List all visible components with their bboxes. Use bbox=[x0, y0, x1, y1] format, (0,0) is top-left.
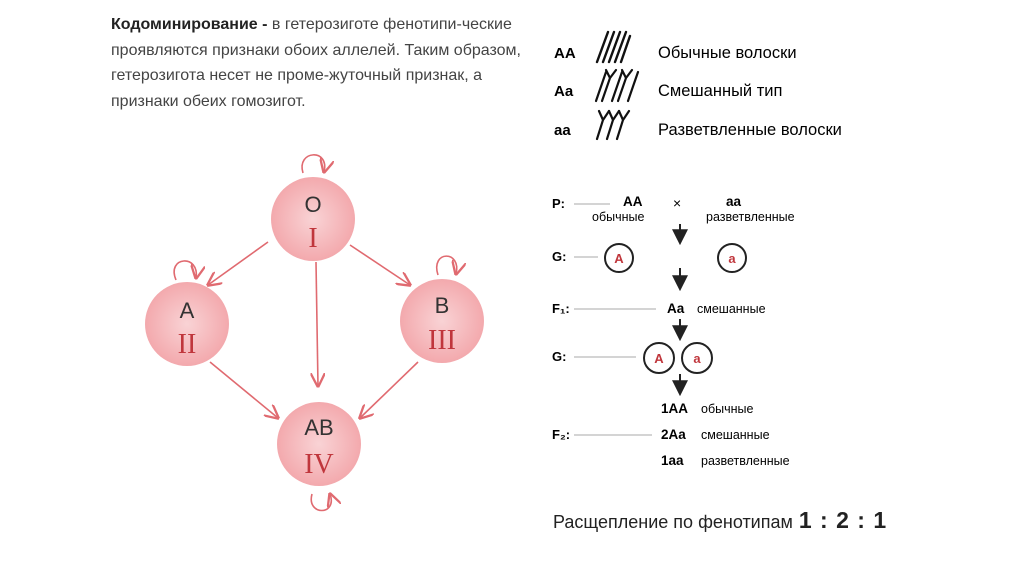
mixed-hairs-icon bbox=[596, 70, 638, 101]
edge-A-AB bbox=[210, 362, 278, 418]
node-B: B III bbox=[400, 279, 484, 363]
f1-label: F₁: bbox=[552, 301, 570, 316]
legend-genotype-aa: aa bbox=[554, 122, 571, 139]
g1-gamete-A: A bbox=[605, 244, 633, 272]
self-loop-A bbox=[174, 261, 196, 280]
g2-gamete-A-label: A bbox=[654, 351, 664, 366]
p-left-phenotype: обычные bbox=[592, 210, 644, 224]
node-B-roman: III bbox=[428, 325, 456, 356]
edge-B-AB bbox=[360, 362, 418, 418]
node-AB-roman: IV bbox=[304, 449, 334, 480]
f1-phenotype: смешанные bbox=[697, 302, 766, 316]
node-B-allele: B bbox=[435, 293, 450, 318]
node-O: O I bbox=[271, 177, 355, 261]
f2-row2-phenotype: смешанные bbox=[701, 428, 770, 442]
node-A: A II bbox=[145, 282, 229, 366]
legend-phenotype-Aa: Смешанный тип bbox=[658, 82, 782, 100]
ratio-value: 1 : 2 : 1 bbox=[799, 507, 887, 533]
branched-hairs-icon bbox=[597, 111, 629, 139]
node-A-allele: A bbox=[180, 298, 195, 323]
legend-genotype-AA: AA bbox=[554, 45, 576, 62]
straight-hairs-icon bbox=[597, 32, 630, 62]
p-right-genotype: aa bbox=[726, 194, 742, 209]
ratio-line: Расщепление по фенотипам 1 : 2 : 1 bbox=[553, 507, 887, 534]
ratio-label: Расщепление по фенотипам bbox=[553, 512, 793, 532]
edge-O-A bbox=[208, 242, 268, 285]
g1-gamete-a-label: a bbox=[728, 251, 736, 266]
g1-label: G: bbox=[552, 249, 566, 264]
p-right-phenotype: разветвленные bbox=[706, 210, 795, 224]
legend-genotype-Aa: Aa bbox=[554, 83, 574, 100]
blood-group-diagram: O I A II B III AB IV bbox=[145, 155, 484, 511]
f2-label: F₂: bbox=[552, 427, 570, 442]
hair-legend: AA Обычные волоски Aa Смешанный тип aa Р… bbox=[554, 32, 842, 139]
node-O-allele: O bbox=[304, 192, 321, 217]
g1-gamete-a: a bbox=[718, 244, 746, 272]
self-loop-O bbox=[302, 155, 325, 173]
legend-phenotype-aa: Разветвленные волоски bbox=[658, 121, 842, 139]
node-O-roman: I bbox=[308, 223, 317, 254]
g2-gamete-a-label: a bbox=[693, 351, 701, 366]
f2-row3-phenotype: разветвленные bbox=[701, 454, 790, 468]
cross-scheme: P: AA обычные × aa разветвленные G: A a … bbox=[552, 194, 795, 468]
f1-genotype: Aa bbox=[667, 301, 685, 316]
f2-row1-genotype: 1AA bbox=[661, 401, 688, 416]
node-AB: AB IV bbox=[277, 402, 361, 486]
p-label: P: bbox=[552, 196, 565, 211]
p-times: × bbox=[673, 195, 681, 211]
self-loop-AB bbox=[311, 494, 331, 511]
self-loop-B bbox=[437, 256, 457, 275]
g2-gamete-a: a bbox=[682, 343, 712, 373]
f2-row1-phenotype: обычные bbox=[701, 402, 753, 416]
f2-row3-genotype: 1aa bbox=[661, 453, 684, 468]
g1-gamete-A-label: A bbox=[614, 251, 624, 266]
g2-gamete-A: A bbox=[644, 343, 674, 373]
edge-O-AB bbox=[316, 262, 318, 386]
f2-row2-genotype: 2Aa bbox=[661, 427, 686, 442]
node-AB-allele: AB bbox=[304, 415, 333, 440]
p-left-genotype: AA bbox=[623, 194, 643, 209]
legend-phenotype-AA: Обычные волоски bbox=[658, 44, 797, 62]
edge-O-B bbox=[350, 245, 410, 285]
node-A-roman: II bbox=[178, 329, 197, 360]
g2-label: G: bbox=[552, 349, 566, 364]
